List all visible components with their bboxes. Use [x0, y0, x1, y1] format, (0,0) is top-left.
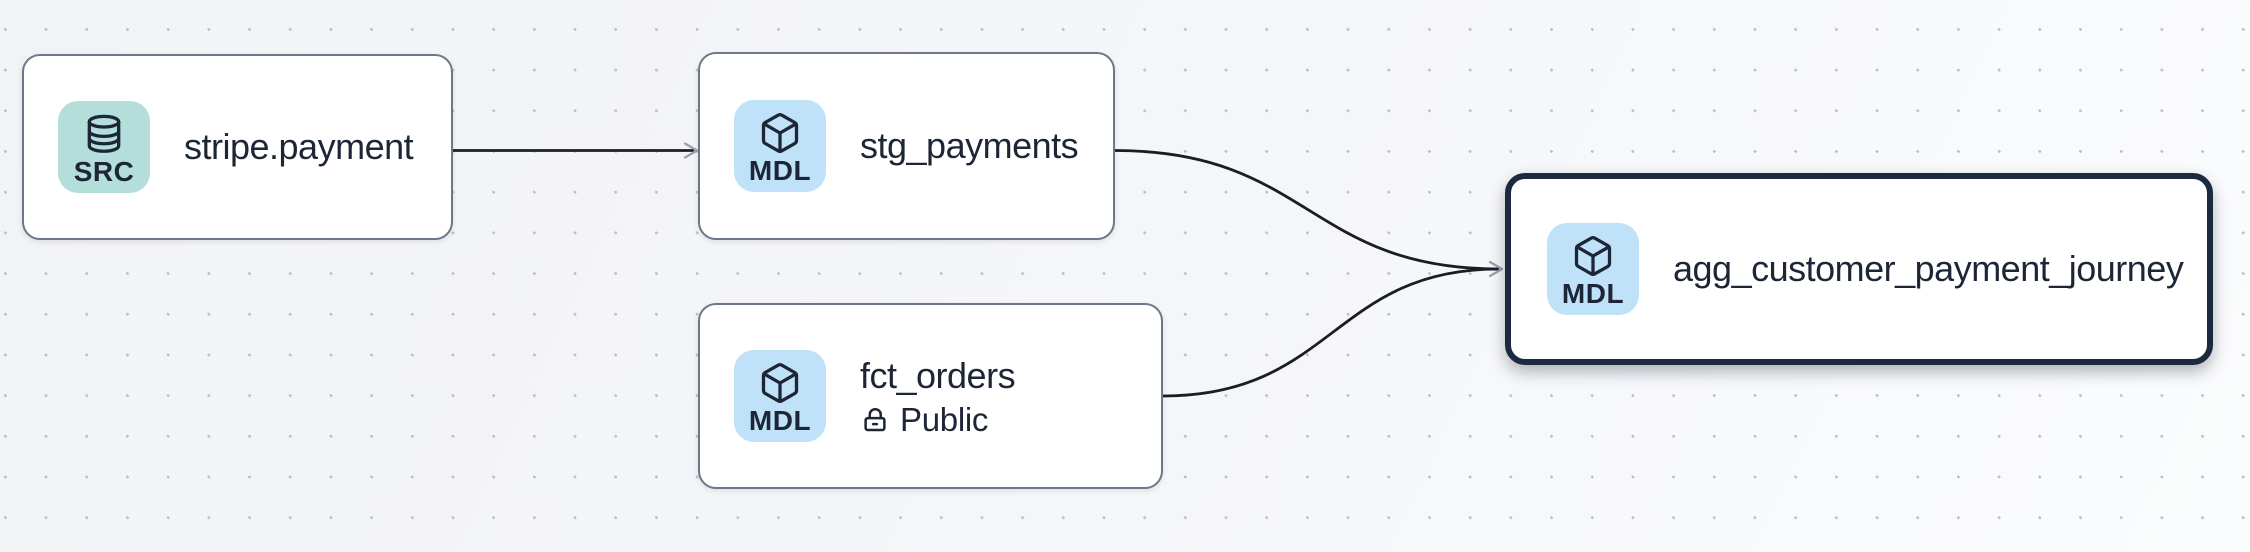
node-fct-orders[interactable]: MDL fct_orders Public	[698, 303, 1163, 489]
arrowhead-icon	[683, 142, 699, 159]
node-title: agg_customer_payment_journey	[1673, 248, 2184, 289]
arrowhead-icon	[1488, 260, 1504, 278]
database-icon	[87, 114, 121, 153]
node-stg-payments[interactable]: MDL stg_payments	[698, 52, 1115, 240]
lock-open-icon	[864, 407, 886, 431]
model-badge: MDL	[734, 100, 826, 192]
badge-label: MDL	[748, 154, 812, 186]
access-label: Public	[900, 400, 989, 438]
node-title: stripe.payment	[184, 126, 414, 167]
badge-label: SRC	[73, 155, 135, 187]
edge-fct-to-agg[interactable]	[1162, 267, 1500, 398]
model-badge: MDL	[734, 350, 826, 442]
model-badge: MDL	[1547, 223, 1639, 315]
node-agg-customer-payment-journey[interactable]: MDL agg_customer_payment_journey	[1505, 173, 2213, 365]
edge-stg-to-agg[interactable]	[1114, 149, 1500, 271]
cube-icon	[761, 112, 799, 153]
cube-icon	[761, 362, 799, 403]
access-row: Public	[860, 401, 1015, 439]
node-stripe-payment[interactable]: SRC stripe.payment	[22, 54, 453, 240]
source-badge: SRC	[58, 101, 150, 193]
node-title: stg_payments	[860, 125, 1079, 166]
node-title: fct_orders	[860, 354, 1016, 396]
cube-icon	[1574, 235, 1612, 276]
badge-label: MDL	[748, 404, 812, 436]
badge-label: MDL	[1561, 277, 1625, 309]
